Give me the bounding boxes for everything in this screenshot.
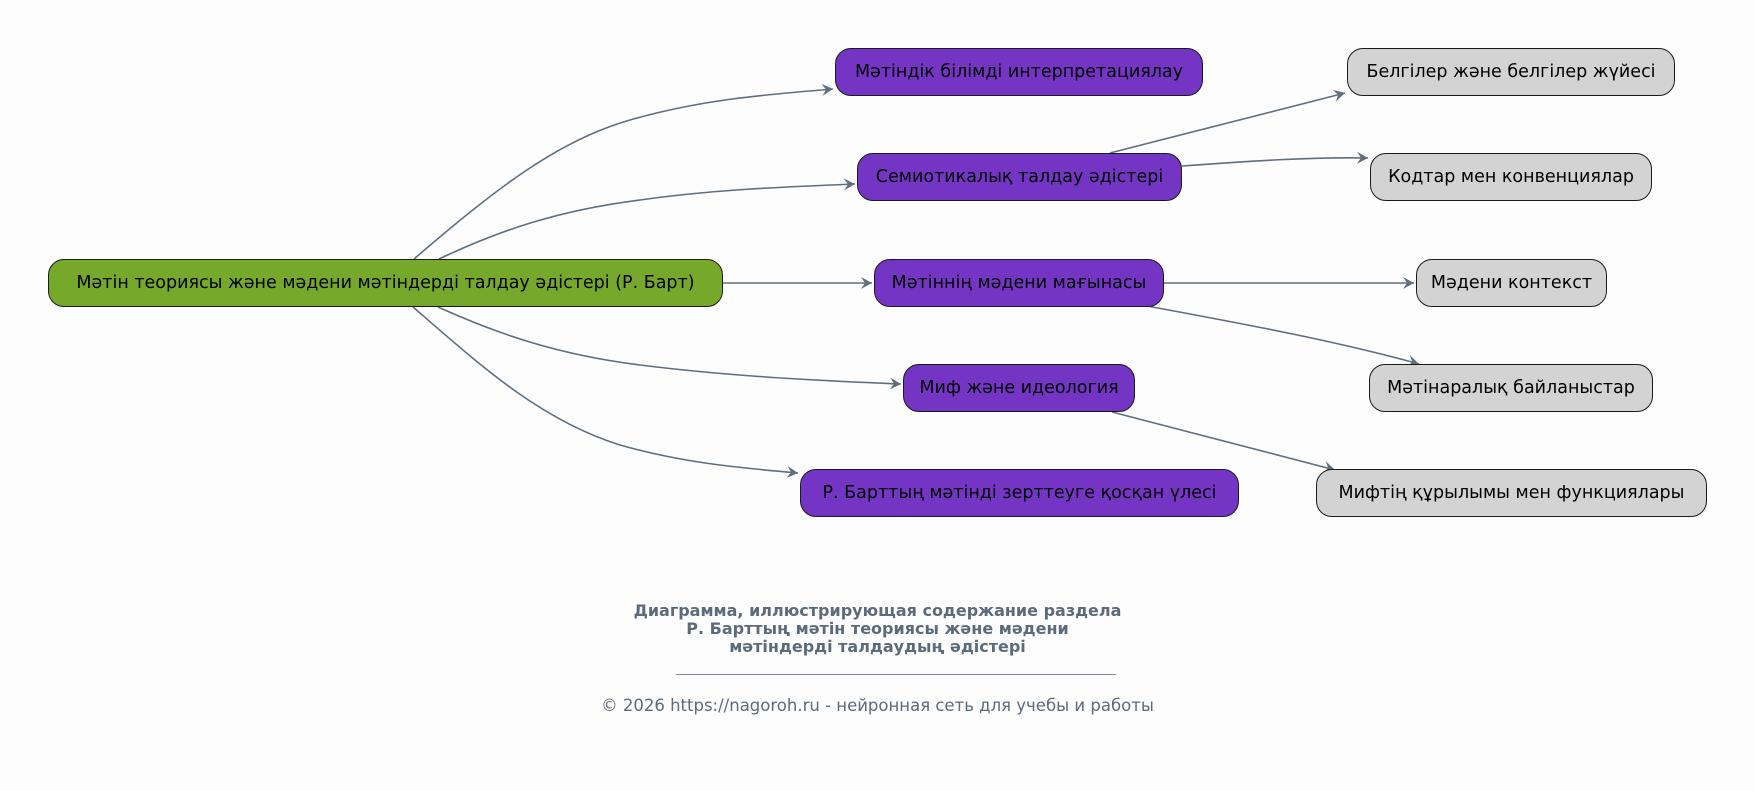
leaf-node-signs[interactable]: Белгілер және белгілер жүйесі <box>1347 48 1675 96</box>
copyright-text: © 2026 https://nagoroh.ru - нейронная се… <box>601 696 1154 715</box>
edge-cultural-meaning-to-intertextual <box>1146 305 1420 367</box>
leaf-node-myth-structure[interactable]: Мифтің құрылымы мен функциялары <box>1316 469 1707 517</box>
edge-root-to-barthes-contribution <box>412 306 799 479</box>
edge-root-to-semiotic <box>438 178 856 260</box>
caption-line-3: мәтіндерді талдаудың әдістері <box>729 637 1026 656</box>
leaf-node-label: Мәдени контекст <box>1430 273 1593 293</box>
branch-node-semiotic[interactable]: Семиотикалық талдау әдістері <box>857 153 1182 201</box>
branch-node-label: Семиотикалық талдау әдістері <box>875 167 1164 187</box>
branch-node-label: Миф және идеология <box>919 378 1119 398</box>
caption-line-1: Диаграмма, иллюстрирующая содержание раз… <box>633 601 1122 620</box>
edge-semiotic-to-codes <box>1181 151 1369 167</box>
branch-node-myth[interactable]: Миф және идеология <box>903 364 1135 412</box>
leaf-node-codes[interactable]: Кодтар мен конвенциялар <box>1370 153 1652 201</box>
edge-root-to-myth <box>437 306 902 390</box>
branch-node-interpretation[interactable]: Мәтіндік білімді интерпретациялау <box>835 48 1203 96</box>
branch-node-label: Мәтіндік білімді интерпретациялау <box>854 62 1184 82</box>
leaf-node-label: Кодтар мен конвенциялар <box>1388 167 1634 187</box>
caption-divider <box>676 674 1116 675</box>
branch-node-label: Мәтіннің мәдени мағынасы <box>891 273 1147 293</box>
root-node[interactable]: Мәтін теориясы және мәдени мәтіндерді та… <box>48 259 723 307</box>
caption-line-2: Р. Барттың мәтін теориясы және мәдени <box>686 619 1069 638</box>
leaf-node-context[interactable]: Мәдени контекст <box>1416 259 1607 307</box>
leaf-node-label: Мифтің құрылымы мен функциялары <box>1338 483 1685 503</box>
branch-node-label: Р. Барттың мәтінді зерттеуге қосқан үлес… <box>822 483 1217 503</box>
edge-root-to-interpretation <box>413 83 834 260</box>
edge-semiotic-to-signs <box>1109 89 1346 154</box>
branch-node-barthes-contribution[interactable]: Р. Барттың мәтінді зерттеуге қосқан үлес… <box>800 469 1239 517</box>
leaf-node-label: Белгілер және белгілер жүйесі <box>1366 62 1656 82</box>
root-node-label: Мәтін теориясы және мәдени мәтіндерді та… <box>76 273 695 293</box>
edge-myth-to-myth-structure <box>1111 411 1336 474</box>
branch-node-cultural-meaning[interactable]: Мәтіннің мәдени мағынасы <box>874 259 1164 307</box>
leaf-node-intertextual[interactable]: Мәтінаралық байланыстар <box>1369 364 1653 412</box>
leaf-node-label: Мәтінаралық байланыстар <box>1387 378 1635 398</box>
